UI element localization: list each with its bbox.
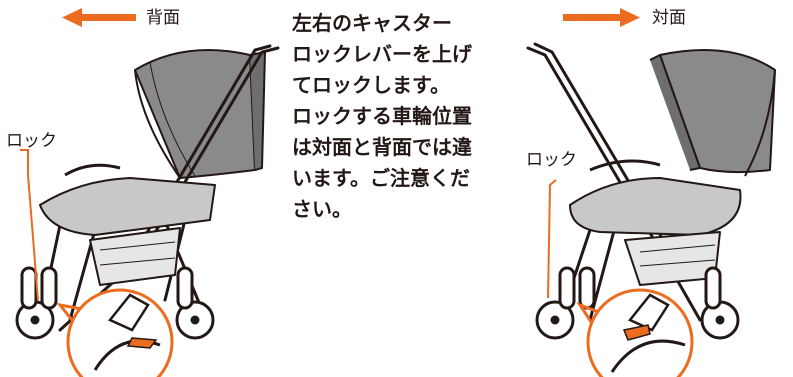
lock-detail-magnifier <box>56 288 174 377</box>
instruction-line: ロックレバーを上げ <box>292 42 472 66</box>
wheels <box>15 266 215 340</box>
lock-detail-magnifier <box>576 288 694 377</box>
lock-label-left: ロック <box>6 131 57 151</box>
instruction-line: てロックします。 <box>292 73 450 97</box>
lock-label-right: ロック <box>526 150 577 170</box>
lock-pointer-line <box>547 179 557 299</box>
instruction-line: 左右のキャスター <box>292 11 452 35</box>
instruction-line: さい。 <box>292 197 352 221</box>
direction-label-rear: 背面 <box>146 8 180 28</box>
instruction-line: は対面と背面では違 <box>292 135 472 159</box>
direction-label-parent-facing: 対面 <box>652 8 686 28</box>
arrow-left-icon <box>62 8 136 27</box>
seat-and-basket <box>39 163 216 286</box>
instruction-line: います。ご注意くだ <box>292 166 470 190</box>
seat-and-basket <box>569 159 742 286</box>
wheels <box>535 266 740 340</box>
canopy <box>649 49 776 177</box>
instruction-text: 左右のキャスター ロックレバーを上げ てロックします。 ロックする車輪位置 は対… <box>292 8 528 225</box>
lock-pointer-line <box>20 149 39 301</box>
canopy <box>134 49 266 179</box>
instruction-line: ロックする車輪位置 <box>292 104 472 128</box>
arrow-right-icon <box>563 8 640 27</box>
